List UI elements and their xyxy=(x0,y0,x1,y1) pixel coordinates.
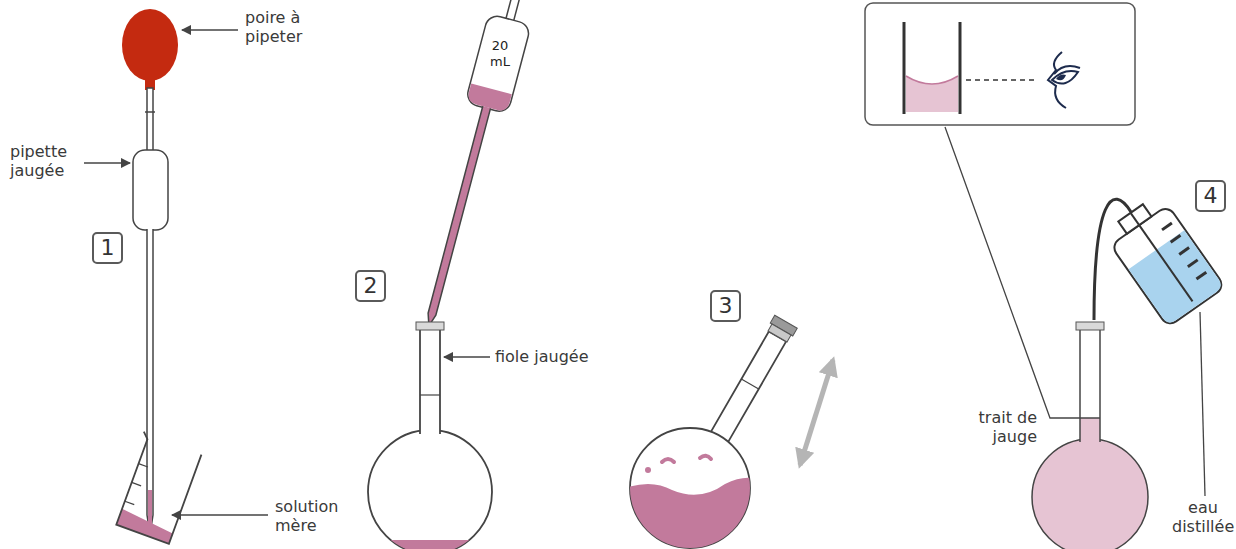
pipette-2 xyxy=(408,0,539,329)
part-label: eau distillée xyxy=(1172,498,1234,536)
part-label: poire à pipeter xyxy=(245,8,325,46)
leader-line xyxy=(945,127,1080,418)
volume-label: 20 mL xyxy=(484,38,516,69)
volumetric-flask-4 xyxy=(1032,322,1148,549)
graduation xyxy=(1179,248,1189,255)
step-number: 2 xyxy=(355,270,386,302)
part-label: pipette jaugée xyxy=(10,142,82,180)
step-number-text: 1 xyxy=(101,237,115,259)
wash-bottle xyxy=(1094,193,1225,327)
part-label: solution mère xyxy=(275,497,357,535)
pipette-bulb xyxy=(122,9,178,81)
step-number-text: 2 xyxy=(364,275,378,297)
graduation xyxy=(1188,260,1198,267)
volumetric-flask-3 xyxy=(620,315,797,549)
step-number: 3 xyxy=(710,290,741,322)
volumetric-flask-2 xyxy=(360,322,500,549)
graduation xyxy=(1171,235,1181,242)
leader-line xyxy=(1200,312,1205,496)
leader-line xyxy=(182,29,238,31)
pipette-1 xyxy=(122,9,178,528)
step-number: 4 xyxy=(1195,180,1226,212)
beaker xyxy=(111,432,202,544)
part-label: fiole jaugée xyxy=(495,347,615,366)
step-number-text: 3 xyxy=(719,295,733,317)
graduation xyxy=(1196,272,1206,279)
part-label: trait de jauge xyxy=(955,408,1037,446)
shake-arrow xyxy=(800,360,833,465)
leader-line xyxy=(444,356,490,358)
meniscus-callout xyxy=(865,3,1135,125)
leader-line xyxy=(172,514,268,516)
step-number: 1 xyxy=(92,232,123,264)
step-number-text: 4 xyxy=(1204,185,1218,207)
leader-line xyxy=(84,162,130,164)
graduation xyxy=(1162,223,1172,230)
